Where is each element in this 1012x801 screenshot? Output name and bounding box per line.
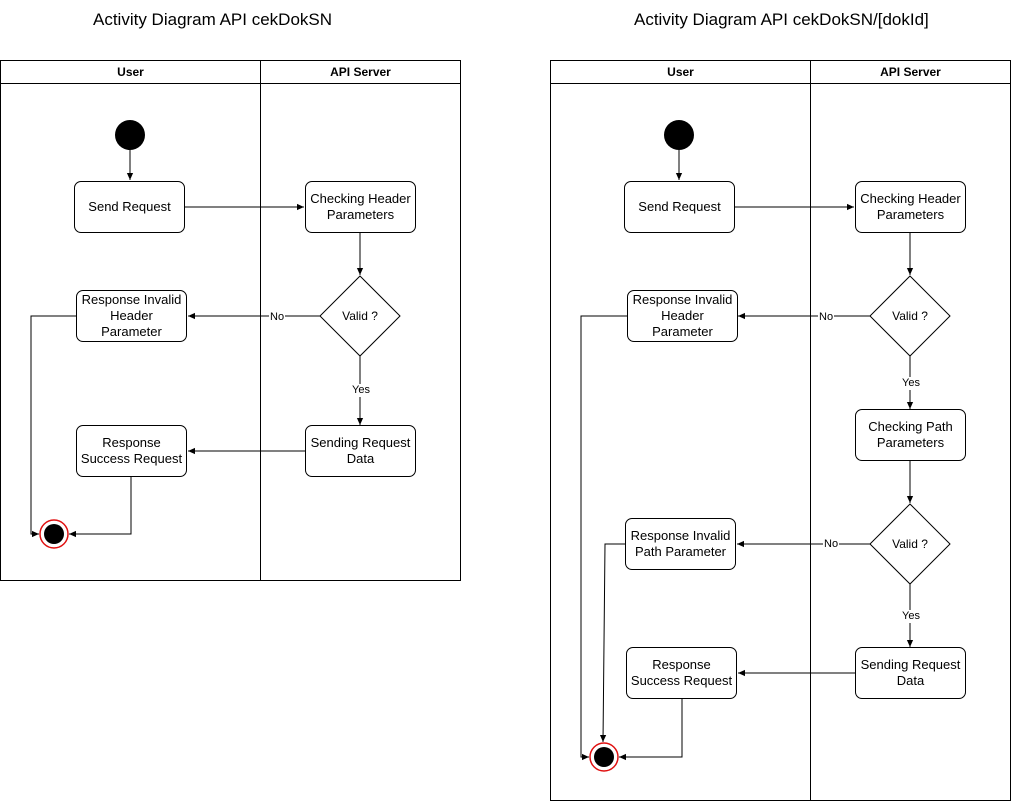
- left-success-node: Response Success Request: [76, 425, 187, 477]
- left-start-node: [115, 120, 145, 150]
- right-invalid-path-node: Response Invalid Path Parameter: [625, 518, 736, 570]
- right-diagram-title: Activity Diagram API cekDokSN/[dokId]: [634, 10, 929, 29]
- right-yes1-label: Yes: [901, 377, 921, 390]
- left-sending-data-node: Sending Request Data: [305, 425, 416, 477]
- right-check-path-node: Checking Path Parameters: [855, 409, 966, 461]
- right-lane-user-header: User: [551, 61, 810, 84]
- left-invalid-header-node: Response Invalid Header Parameter: [76, 290, 187, 342]
- right-lane-server-header: API Server: [811, 61, 1010, 84]
- left-yes-label: Yes: [351, 384, 371, 397]
- right-no2-label: No: [823, 538, 840, 551]
- right-final-node: [589, 742, 619, 772]
- left-edge-invalid-final: [30, 315, 76, 538]
- left-no-label: No: [269, 311, 286, 324]
- right-start-node: [664, 120, 694, 150]
- right-valid2-label: Valid ?: [892, 537, 928, 551]
- left-lane-user-header: User: [1, 61, 260, 84]
- right-edge-invalidpath-final: [599, 543, 625, 743]
- left-check-header-node: Checking Header Parameters: [305, 181, 416, 233]
- right-valid1-label: Valid ?: [892, 309, 928, 323]
- right-no1-label: No: [818, 311, 835, 324]
- left-valid-label: Valid ?: [342, 309, 378, 323]
- left-final-node: [39, 519, 69, 549]
- right-edge-success-final: [619, 698, 683, 761]
- left-diagram-title: Activity Diagram API cekDokSN: [93, 10, 333, 29]
- right-check-header-node: Checking Header Parameters: [855, 181, 966, 233]
- left-edge-success-final: [69, 476, 132, 538]
- left-lane-server: API Server: [260, 60, 461, 581]
- right-sending-data-node: Sending Request Data: [855, 647, 966, 699]
- right-invalid-header-node: Response Invalid Header Parameter: [627, 290, 738, 342]
- right-yes2-label: Yes: [901, 610, 921, 623]
- left-lane-server-header: API Server: [261, 61, 460, 84]
- right-send-request-node: Send Request: [624, 181, 735, 233]
- left-send-request-node: Send Request: [74, 181, 185, 233]
- right-success-node: Response Success Request: [626, 647, 737, 699]
- right-edge-invalid-final: [580, 315, 627, 761]
